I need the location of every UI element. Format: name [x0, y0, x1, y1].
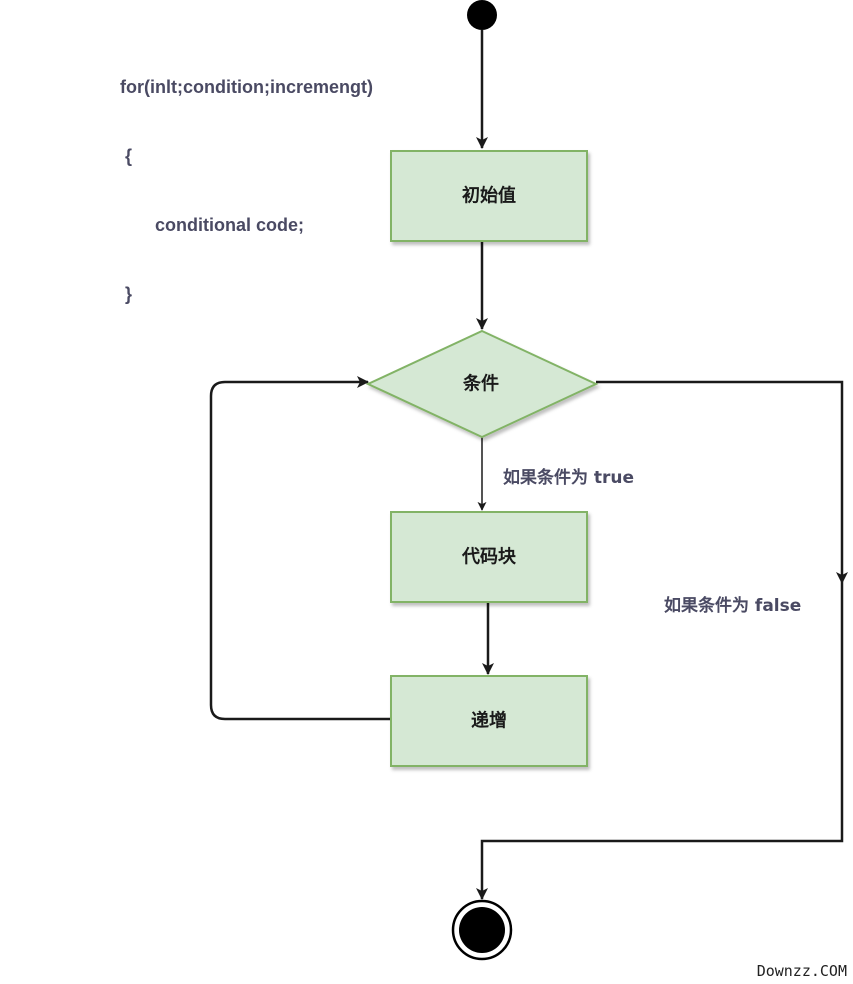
init-box-label: 初始值 [462, 185, 516, 207]
edge-label-false: 如果条件为 false [664, 596, 802, 616]
code-block-label: 代码块 [461, 547, 517, 568]
edge-increment-loop-back [209, 376, 390, 721]
start-node [467, 0, 497, 30]
code-line-close-brace: } [125, 284, 133, 304]
watermark: Downzz.COM [756, 962, 847, 980]
edge-condition-false [596, 380, 848, 584]
condition-label: 条件 [462, 373, 499, 395]
code-line-body: conditional code; [155, 215, 305, 235]
edge-false-to-end [476, 583, 844, 900]
init-box [390, 150, 588, 242]
code-line-for: for(inlt;condition;incremengt) [120, 77, 373, 97]
edge-label-true: 如果条件为 true [503, 468, 635, 488]
increment-box [390, 675, 588, 767]
condition-diamond [365, 329, 599, 439]
end-node-core [459, 907, 505, 953]
code-line-open-brace: { [125, 146, 133, 166]
code-block-box [390, 511, 588, 603]
code-snippet: for(inlt;condition;incremengt) { conditi… [120, 30, 373, 329]
increment-label: 递增 [471, 710, 507, 732]
